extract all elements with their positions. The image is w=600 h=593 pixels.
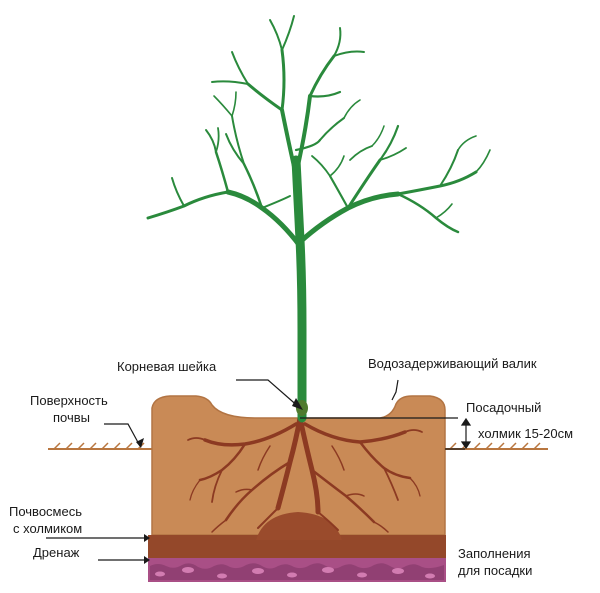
drainage-label: Дренаж (33, 545, 80, 560)
mound-label-line1: Посадочный (466, 400, 541, 415)
soil-mix-label-line1: Почвосмесь (9, 504, 82, 519)
mound-reference-lines (300, 417, 472, 450)
fill-label-line2: для посадки (458, 563, 532, 578)
soil-surface-label-line1: Поверхность (30, 393, 108, 408)
leader-arrowheads (136, 398, 303, 564)
ground-surface-left (48, 442, 152, 450)
leader-lines (46, 379, 399, 561)
tree-crown (146, 15, 491, 423)
tree-roots (187, 415, 423, 533)
ground-surface-right (443, 442, 548, 450)
mound-label-line2: холмик 15-20см (478, 426, 573, 441)
root-collar-label: Корневая шейка (117, 359, 217, 374)
water-ridge-label: Водозадерживающий валик (368, 356, 537, 371)
drainage-pebbles (155, 567, 435, 579)
soil-mix-label-line2: с холмиком (13, 521, 82, 536)
soil-mix-layer (148, 535, 446, 558)
soil-surface-label-line2: почвы (53, 410, 90, 425)
planting-mound (256, 512, 342, 540)
fill-label-line1: Заполнения (458, 546, 531, 561)
